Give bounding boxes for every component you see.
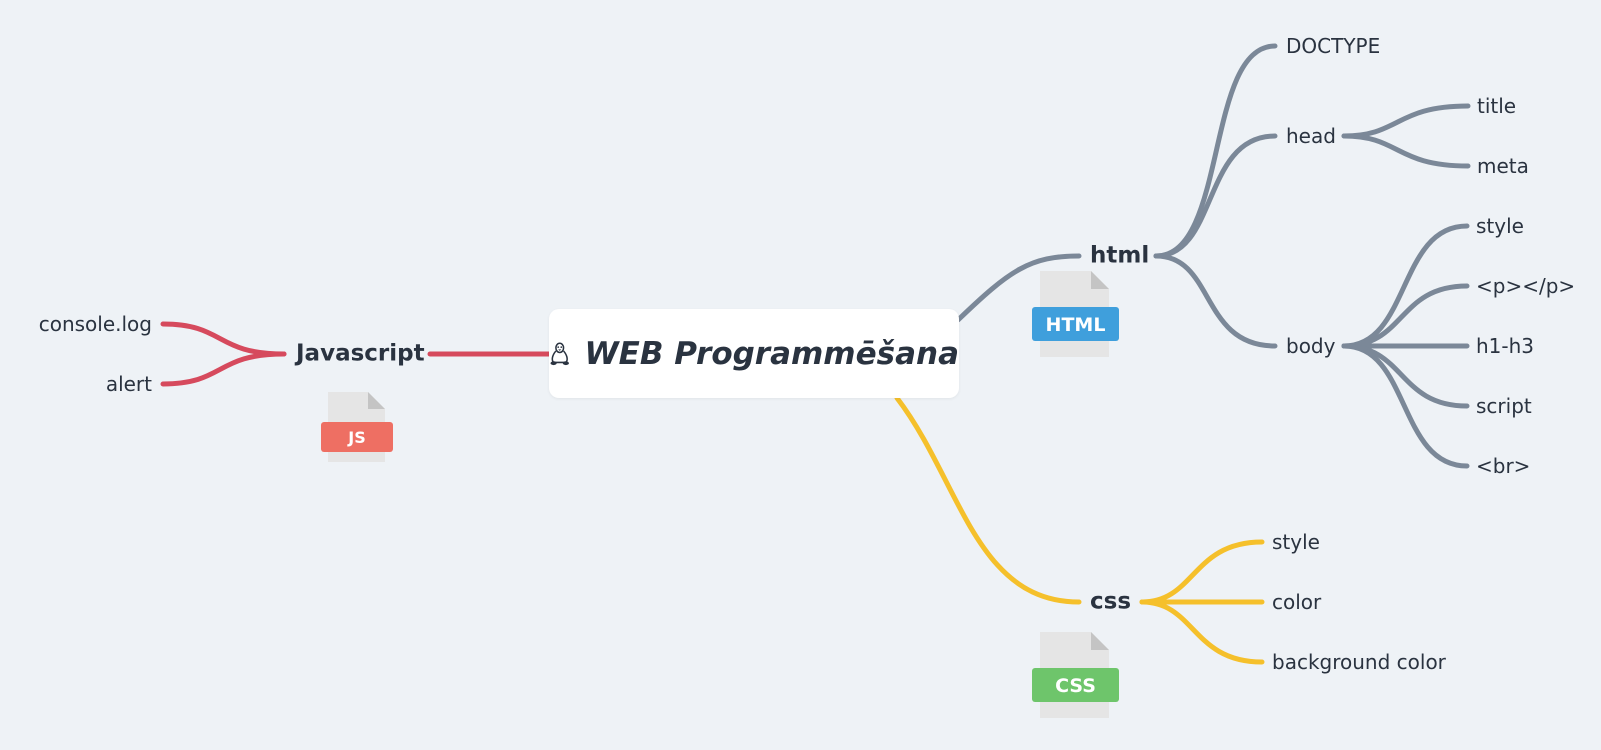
topic-css-style[interactable]: style: [1272, 530, 1320, 554]
topic-background-color[interactable]: background color: [1272, 650, 1446, 674]
connector-central-css: [894, 395, 1082, 605]
topic-br-tag[interactable]: <br>: [1476, 454, 1531, 478]
topic-h1-h3[interactable]: h1-h3: [1476, 334, 1535, 358]
connector-body-script: [1341, 343, 1470, 409]
topic-doctype[interactable]: DOCTYPE: [1286, 34, 1381, 58]
connector-body-br: [1341, 343, 1470, 469]
topic-css[interactable]: css: [1090, 588, 1132, 615]
connector-body-p: [1341, 283, 1470, 349]
connector-js-console: [160, 321, 287, 357]
connector-head-title: [1341, 103, 1471, 139]
html-badge-label: HTML: [1046, 314, 1106, 336]
connector-css-background: [1139, 599, 1265, 665]
connector-css-style: [1139, 539, 1265, 605]
js-file-icon: JS: [321, 392, 393, 462]
topic-body-style[interactable]: style: [1476, 214, 1524, 238]
connector-central-html: [955, 253, 1082, 323]
topic-console-log[interactable]: console.log: [38, 312, 152, 336]
topic-script[interactable]: script: [1476, 394, 1532, 418]
topic-css-color[interactable]: color: [1272, 590, 1322, 614]
topic-title[interactable]: title: [1477, 94, 1517, 118]
js-badge-label: JS: [347, 428, 365, 447]
connector-html-body: [1153, 253, 1278, 349]
topic-p-tag[interactable]: <p></p>: [1476, 274, 1576, 298]
central-topic[interactable]: WEB Programmēšana: [549, 309, 959, 398]
connector-html-doctype: [1153, 43, 1278, 259]
connector-html-head: [1153, 133, 1278, 259]
connector-head-meta: [1341, 133, 1471, 169]
topic-head[interactable]: head: [1286, 124, 1336, 148]
topic-javascript[interactable]: Javascript: [296, 340, 425, 367]
topic-html[interactable]: html: [1090, 242, 1150, 269]
css-badge-label: CSS: [1055, 675, 1096, 697]
topic-body[interactable]: body: [1286, 334, 1336, 358]
central-topic-title: WEB Programmēšana: [584, 335, 959, 372]
topic-meta[interactable]: meta: [1477, 154, 1529, 178]
connector-js-alert: [160, 351, 287, 387]
css-file-icon: CSS: [1032, 632, 1119, 718]
topic-alert[interactable]: alert: [105, 372, 152, 396]
html-file-icon: HTML: [1032, 271, 1119, 357]
linux-tux-icon: [550, 341, 569, 365]
